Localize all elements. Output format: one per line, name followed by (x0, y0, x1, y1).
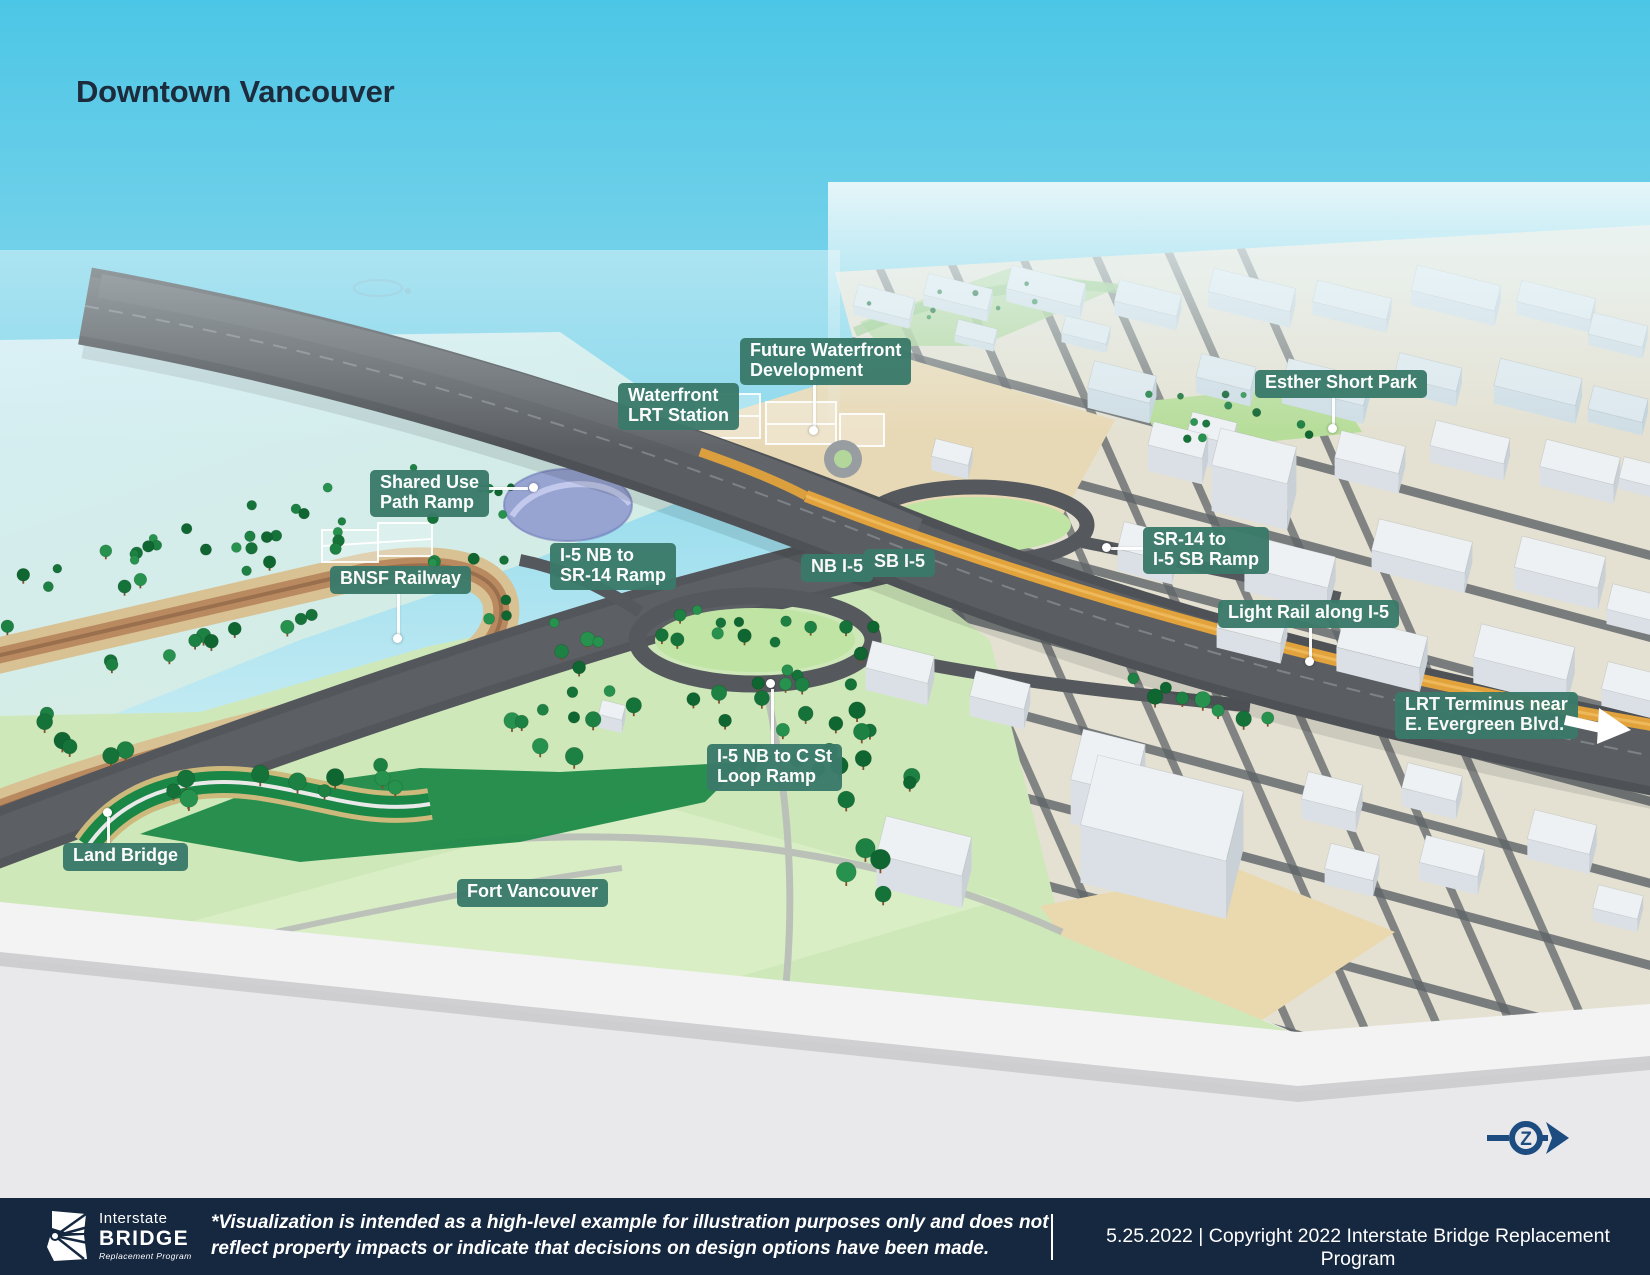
leader-dot (393, 634, 402, 643)
callout-text: Esther Short Park (1265, 372, 1418, 392)
footer-divider (1051, 1214, 1053, 1260)
leader-line (1332, 396, 1335, 427)
leader-line (475, 487, 528, 490)
callout-i5-nb-to-sr14-ramp: I-5 NB to SR-14 Ramp (550, 543, 677, 590)
callout-light-rail-along-i5: Light Rail along I-5 (1218, 600, 1399, 628)
lrt-terminus-arrow-icon (1563, 708, 1631, 744)
callout-shared-use-path-ramp: Shared Use Path Ramp (370, 470, 490, 517)
callout-text: E. Evergreen Blvd. (1405, 713, 1565, 734)
bridge-logo-icon (47, 1211, 89, 1261)
logo-text: Interstate BRIDGE Replacement Program (99, 1211, 192, 1261)
callout-waterfront-lrt-station: Waterfront LRT Station (618, 383, 739, 430)
leader-line (397, 593, 400, 637)
sheet-edge (0, 902, 1650, 1102)
callout-text: I-5 NB to (560, 545, 634, 565)
ghost-warehouses (321, 522, 433, 563)
callout-text: SB I-5 (874, 551, 926, 571)
callout-lrt-terminus: LRT Terminus near E. Evergreen Blvd. (1395, 692, 1578, 739)
page-title: Downtown Vancouver (76, 74, 395, 109)
callout-bnsf-railway: BNSF Railway (330, 566, 472, 594)
callout-sb-i5: SB I-5 (864, 549, 936, 577)
leader-dot (1102, 543, 1111, 552)
leader-dot (1305, 657, 1314, 666)
callout-future-waterfront-development: Future Waterfront Development (740, 338, 912, 385)
callout-text: Land Bridge (73, 845, 179, 865)
disclaimer-text: *Visualization is intended as a high-lev… (211, 1210, 1049, 1262)
callout-land-bridge: Land Bridge (63, 843, 189, 871)
callout-text: Waterfront (628, 385, 719, 405)
callout-nb-i5: NB I-5 (801, 554, 874, 582)
logo-line-interstate: Interstate (99, 1210, 168, 1228)
disclaimer-line-1: *Visualization is intended as a high-lev… (211, 1212, 1049, 1233)
callout-text: LRT Terminus near (1405, 694, 1568, 714)
callout-text: Light Rail along I-5 (1228, 602, 1389, 622)
leader-line (813, 379, 816, 429)
callout-i5-nb-to-c-st-loop-ramp: I-5 NB to C St Loop Ramp (707, 744, 842, 791)
distance-haze (828, 182, 1650, 432)
callout-text: Loop Ramp (717, 765, 816, 786)
callout-text: Development (750, 359, 864, 380)
callout-sr14-to-i5-sb-ramp: SR-14 to I-5 SB Ramp (1143, 527, 1270, 574)
disclaimer-line-2: reflect property impacts or indicate tha… (211, 1238, 990, 1259)
footer-bar: Interstate BRIDGE Replacement Program *V… (0, 1198, 1650, 1275)
logo-line-bridge: BRIDGE (99, 1227, 190, 1251)
callout-fort-vancouver: Fort Vancouver (457, 879, 609, 907)
copyright-text: 5.25.2022 | Copyright 2022 Interstate Br… (1106, 1225, 1610, 1270)
callout-text: SR-14 to (1153, 529, 1227, 549)
logo-line-replacement-program: Replacement Program (99, 1251, 192, 1262)
callout-text: Fort Vancouver (467, 881, 599, 901)
leader-line (771, 689, 774, 744)
leader-line (1309, 628, 1312, 660)
leader-dot (529, 483, 538, 492)
north-arrow-icon: Z (1487, 1121, 1569, 1155)
callout-text: NB I-5 (811, 556, 864, 576)
leader-dot (103, 808, 112, 817)
leader-dot (766, 679, 775, 688)
callout-text: Path Ramp (380, 491, 475, 512)
callout-text: SR-14 Ramp (560, 564, 667, 585)
leader-dot (809, 426, 818, 435)
callout-text: I-5 NB to C St (717, 746, 832, 766)
leader-dot (1328, 424, 1337, 433)
callout-text: Shared Use (380, 472, 480, 492)
callout-text: BNSF Railway (340, 568, 462, 588)
leader-line (1111, 547, 1143, 550)
callout-text: Future Waterfront (750, 340, 902, 360)
callout-text: I-5 SB Ramp (1153, 548, 1260, 569)
callout-text: LRT Station (628, 404, 729, 425)
north-arrow-letter: Z (1520, 1129, 1532, 1150)
leader-line (107, 817, 110, 844)
callout-esther-short-park: Esther Short Park (1255, 370, 1428, 398)
program-logo: Interstate BRIDGE Replacement Program (44, 1209, 192, 1263)
